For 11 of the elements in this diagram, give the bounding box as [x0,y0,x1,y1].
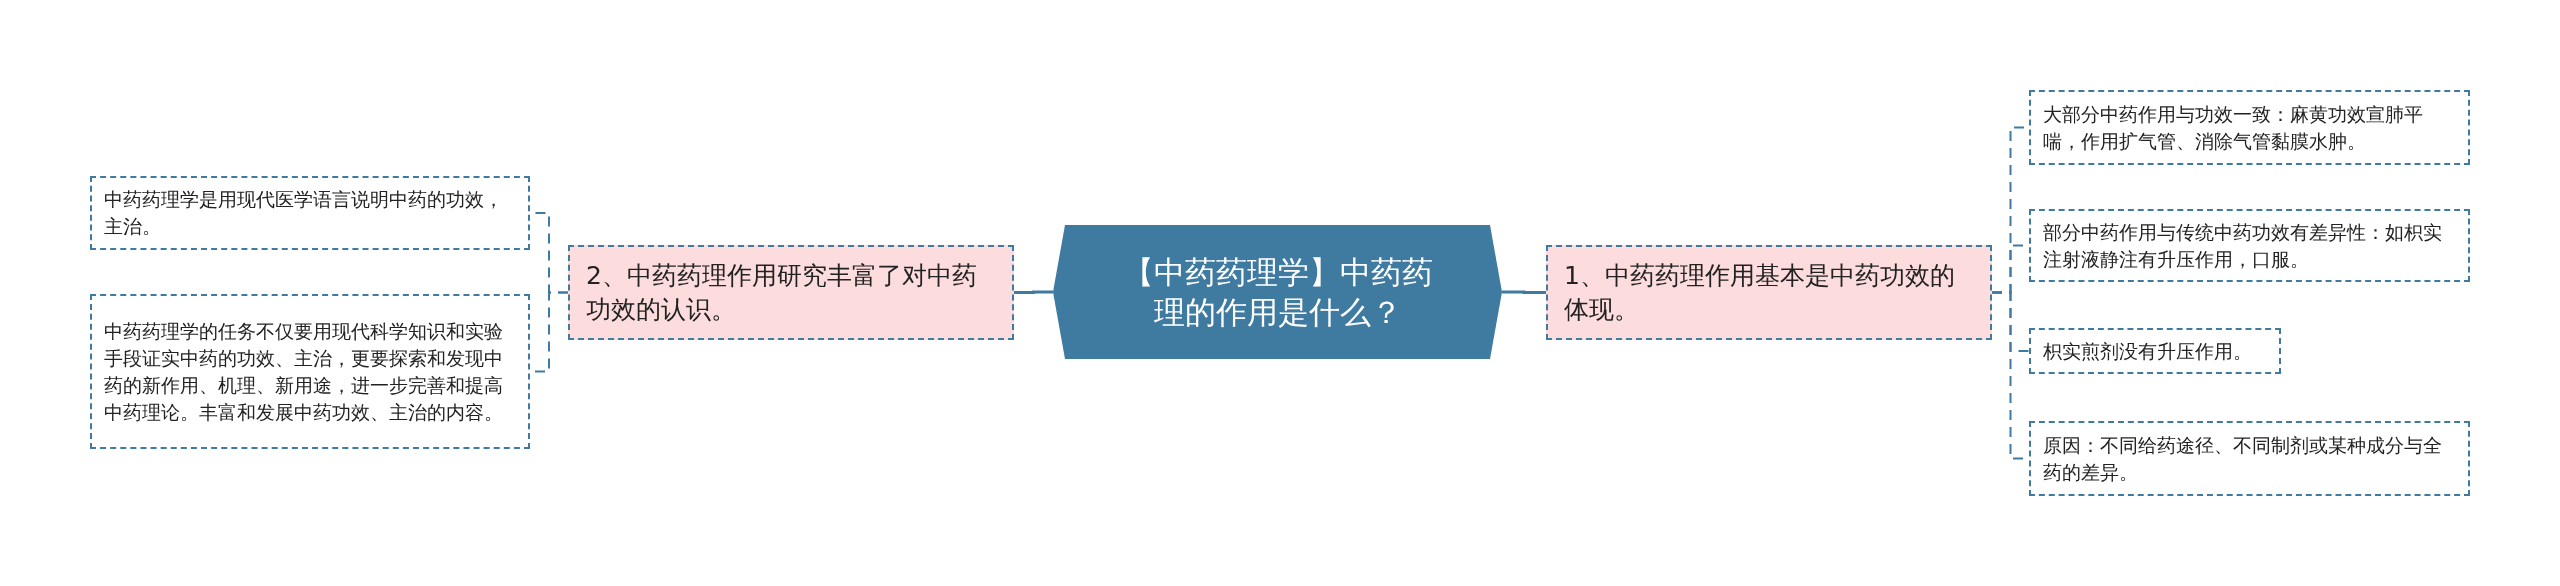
connector [1502,290,1546,294]
branch-box: 2、中药药理作用研究丰富了对中药功效的认识。 [568,245,1014,340]
topic-text: 【中药药理学】中药药理的作用是什么？ [1121,253,1434,332]
connector [1014,290,1053,294]
leaf-box: 大部分中药作用与功效一致：麻黄功效宣肺平喘，作用扩气管、消除气管黏膜水肿。 [2029,90,2470,165]
leaf-box: 中药药理学是用现代医学语言说明中药的功效，主治。 [90,176,530,250]
leaf-box: 原因：不同给药途径、不同制剂或某种成分与全药的差异。 [2029,421,2470,496]
leaf-box: 部分中药作用与传统中药功效有差异性：如枳实注射液静注有升压作用，口服。 [2029,209,2470,282]
leaf-box: 中药药理学的任务不仅要用现代科学知识和实验手段证实中药的功效、主治，更要探索和发现中药的新作用、机理、新用途，进一步完善和提高中药理论。丰富和发展中药功效、主治的内容。 [90,294,530,449]
leaf-box: 枳实煎剂没有升压作用。 [2029,328,2281,374]
branch-box: 1、中药药理作用基本是中药功效的体现。 [1546,245,1992,340]
